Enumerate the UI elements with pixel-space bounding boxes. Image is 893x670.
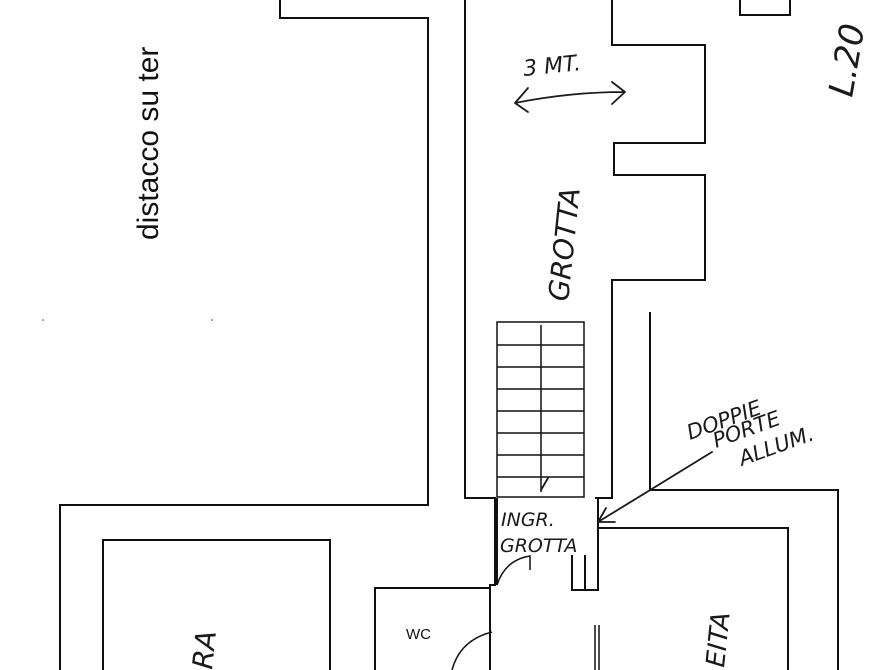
wc-label: WC: [406, 626, 431, 643]
distacco-label: distacco su ter: [132, 47, 165, 240]
right-room-door: [594, 625, 600, 670]
right-room-partial-label: EITA: [701, 611, 737, 669]
right-room-walls: [598, 527, 789, 670]
entrance-door-swing: [496, 555, 531, 586]
outer-right-wall: [649, 312, 839, 670]
entrance-label-line2: GROTTA: [500, 535, 577, 557]
scan-speck: [211, 319, 213, 321]
terrain-boundary-wall: [59, 0, 429, 670]
staircase-frame: [496, 321, 585, 498]
staircase: [496, 321, 585, 498]
left-room-walls: [102, 539, 331, 670]
scan-speck: [42, 319, 44, 321]
doors-annotation-arrow: [597, 451, 713, 523]
entrance-label-line1: INGR.: [501, 509, 555, 531]
stair-arrow: [540, 477, 549, 491]
grotta-main-label: GROTTA: [542, 186, 587, 303]
grotto-left-wall: [464, 0, 496, 670]
grotto-top-right-wall: [739, 0, 791, 16]
wc-door-swing: [451, 631, 493, 670]
wc-room-walls: [374, 587, 490, 670]
left-room-partial-label: RA: [186, 629, 223, 670]
width-note: 3 MT.: [522, 51, 582, 82]
level-label: L.20: [821, 21, 873, 100]
grotto-right-wall: [595, 0, 706, 499]
width-arrow: [514, 81, 626, 113]
